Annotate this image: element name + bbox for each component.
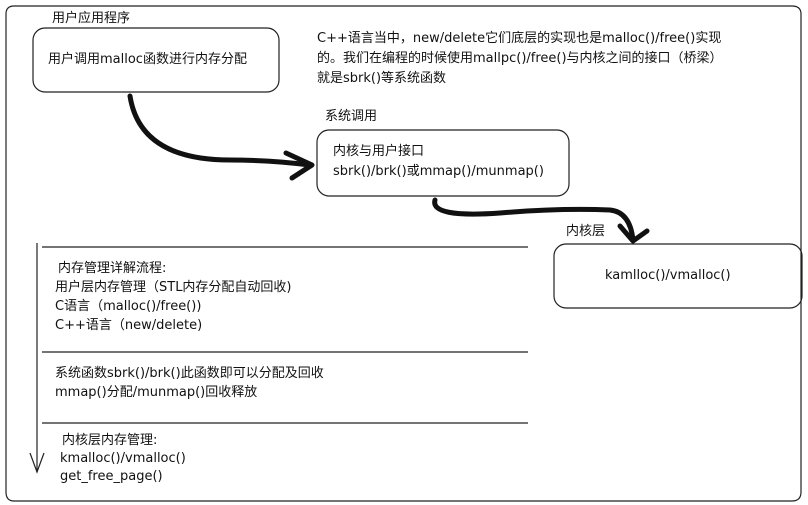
- note-line-1: C++语言当中，new/delete它们底层的实现也是malloc()/free…: [317, 31, 722, 46]
- arrow-user-to-syscall: [127, 93, 313, 168]
- arrowhead-1: [283, 150, 315, 181]
- flow-get-free-page: get_free_page(): [60, 469, 163, 484]
- flow-kernel-heading: 内核层内存管理:: [62, 433, 158, 448]
- flow-cpp-language: C++语言（new/delete): [55, 318, 203, 333]
- kernel-box: [553, 243, 803, 309]
- syscall-box: [316, 129, 570, 197]
- flow-sbrk: 系统函数sbrk()/brk()此函数即可以分配及回收: [55, 366, 324, 381]
- flow-kmalloc: kmalloc()/vmalloc(): [60, 451, 186, 466]
- flow-c-language: C语言（malloc()/free()): [55, 299, 202, 314]
- flow-user-layer: 用户层内存管理（STL内存分配自动回收): [55, 280, 292, 295]
- user-app-box: [32, 27, 280, 93]
- note-line-3: 就是sbrk()等系统函数: [317, 71, 447, 86]
- outer-frame: [5, 5, 802, 502]
- flow-heading: 内存管理详解流程:: [58, 261, 167, 276]
- flow-mmap: mmap()分配/munmap()回收释放: [55, 385, 258, 400]
- syscall-line-1: 内核与用户接口: [333, 144, 425, 159]
- user-app-title: 用户应用程序: [52, 11, 131, 26]
- flow-arrow-head: [29, 452, 45, 474]
- arrowhead-2: [617, 223, 650, 244]
- syscall-title: 系统调用: [325, 109, 378, 124]
- note-line-2: 的。我们在编程的时候使用mallpc()/free()与内核之间的接口（桥梁）: [317, 51, 723, 66]
- kernel-box-text: kamlloc()/vmalloc(): [605, 268, 731, 283]
- syscall-line-2: sbrk()/brk()或mmap()/munmap(): [333, 164, 544, 179]
- user-app-box-text: 用户调用malloc函数进行内存分配: [48, 52, 247, 67]
- arrow-syscall-to-kernel: [432, 197, 636, 243]
- kernel-title: 内核层: [566, 224, 606, 239]
